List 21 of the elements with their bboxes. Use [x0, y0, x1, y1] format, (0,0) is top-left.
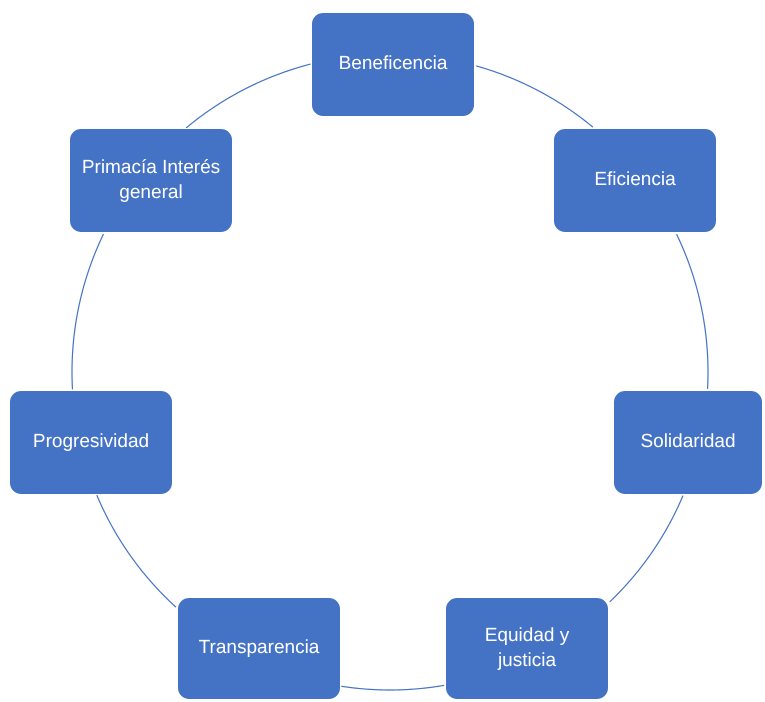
connector-arc: [476, 65, 594, 128]
process-box: [69, 128, 233, 233]
box-label: Primacía Interés general: [80, 156, 222, 204]
process-box: [553, 128, 717, 233]
process-box: [311, 12, 475, 117]
connector-arc: [609, 495, 684, 602]
box-label: Transparencia: [198, 636, 320, 660]
connector-arc: [186, 64, 311, 128]
connector-arc: [96, 494, 176, 608]
connector-arc: [341, 684, 444, 691]
process-box: [177, 597, 341, 700]
connector-arc: [71, 234, 104, 390]
box-label: Equidad y justicia: [484, 624, 570, 672]
process-box: [613, 390, 763, 495]
box-label: Eficiencia: [593, 168, 677, 192]
process-box: [445, 597, 609, 700]
box-label: Beneficencia: [338, 52, 448, 76]
connector-arc: [676, 234, 709, 389]
box-label: Progresividad: [32, 430, 150, 454]
process-box: [9, 390, 173, 495]
box-label: Solidaridad: [639, 430, 737, 454]
